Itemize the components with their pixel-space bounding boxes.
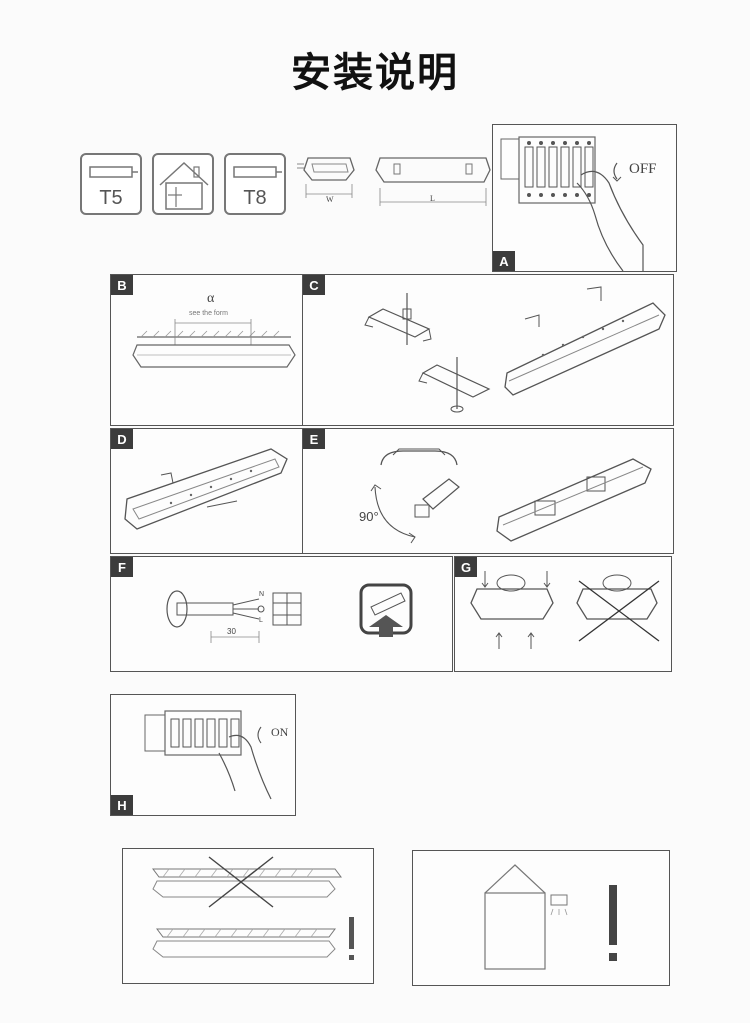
tube-icon: [89, 166, 138, 178]
clip-rotation-illustration: [370, 448, 652, 544]
strip-length-label: 30: [227, 627, 236, 636]
step-h-tag: H: [111, 795, 133, 815]
off-label: OFF: [629, 161, 657, 177]
step-e-panel: 90° E: [302, 428, 674, 554]
step-d-panel: D: [110, 428, 304, 554]
breaker-off-illustration: [500, 136, 644, 272]
incorrect-mounting-illustration: [152, 856, 354, 960]
step-g-panel: G: [454, 556, 672, 672]
step-g-tag: G: [455, 557, 477, 577]
on-label: ON: [271, 725, 289, 739]
step-f-panel: N L 30 F: [110, 556, 453, 672]
t5-label: T5: [99, 187, 123, 209]
width-label: W: [326, 195, 334, 204]
live-label: L: [259, 617, 263, 624]
step-c-tag: C: [303, 275, 325, 295]
step-c-panel: C: [302, 274, 674, 426]
wiring-illustration: [166, 583, 413, 643]
lift-diffuser-illustration: [470, 571, 660, 649]
length-dimension-icon: [375, 157, 491, 206]
width-dimension-icon: [297, 157, 355, 198]
angle-label: 90°: [359, 509, 379, 524]
step-f-tag: F: [111, 557, 133, 577]
fixture-open-illustration: [124, 448, 288, 530]
page-title: 安装说明: [291, 50, 459, 96]
length-label: L: [430, 194, 435, 203]
alpha-symbol: α: [207, 291, 215, 306]
neutral-label: N: [259, 591, 265, 598]
t8-tube-icon: T8: [224, 153, 286, 215]
breaker-on-illustration: [144, 710, 272, 800]
step-a-tag: A: [493, 251, 515, 271]
tube-icon: [233, 166, 282, 178]
step-b-tag: B: [111, 275, 133, 295]
step-b-panel: α see the form B: [110, 274, 304, 426]
indoor-house-icon: [152, 153, 214, 215]
bracket-fixing-illustration: [364, 286, 666, 413]
wrong-mount-warning-panel: [122, 848, 374, 984]
indoor-only-illustration: [484, 864, 617, 970]
see-form-note: see the form: [189, 310, 228, 317]
house-icon: [159, 161, 209, 210]
step-a-panel: OFF A: [492, 124, 677, 272]
t5-tube-icon: T5: [80, 153, 142, 215]
t8-label: T8: [243, 187, 267, 209]
step-e-tag: E: [303, 429, 325, 449]
step-h-panel: ON H: [110, 694, 296, 816]
step-d-tag: D: [111, 429, 133, 449]
indoor-use-warning-panel: [412, 850, 670, 986]
ceiling-mount-illustration: [132, 319, 296, 368]
